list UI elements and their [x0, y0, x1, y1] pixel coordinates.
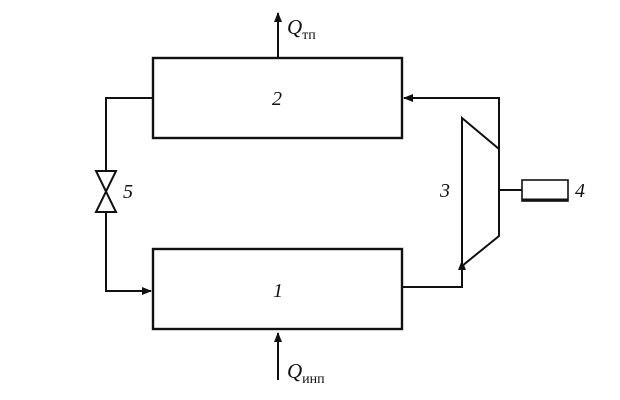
compressor-3	[461, 115, 500, 269]
component-label-3: 3	[439, 180, 450, 202]
heat-in-label: Qинп	[287, 359, 325, 387]
component-box-1	[151, 247, 404, 331]
component-label-5: 5	[123, 181, 133, 203]
pipe-compressor-to-box2	[403, 94, 500, 149]
component-label-1: 1	[273, 280, 283, 302]
component-label-4: 4	[575, 180, 585, 202]
component-box-2	[151, 56, 404, 140]
pipe-valve-to-box1	[105, 212, 152, 295]
expansion-valve-5	[94, 170, 118, 213]
component-label-2: 2	[272, 88, 282, 110]
pipe-box2-to-valve	[105, 97, 153, 171]
heat-out-label: Qтп	[287, 15, 316, 43]
motor-4	[521, 179, 569, 202]
pipe-box1-to-compressor	[402, 260, 466, 288]
